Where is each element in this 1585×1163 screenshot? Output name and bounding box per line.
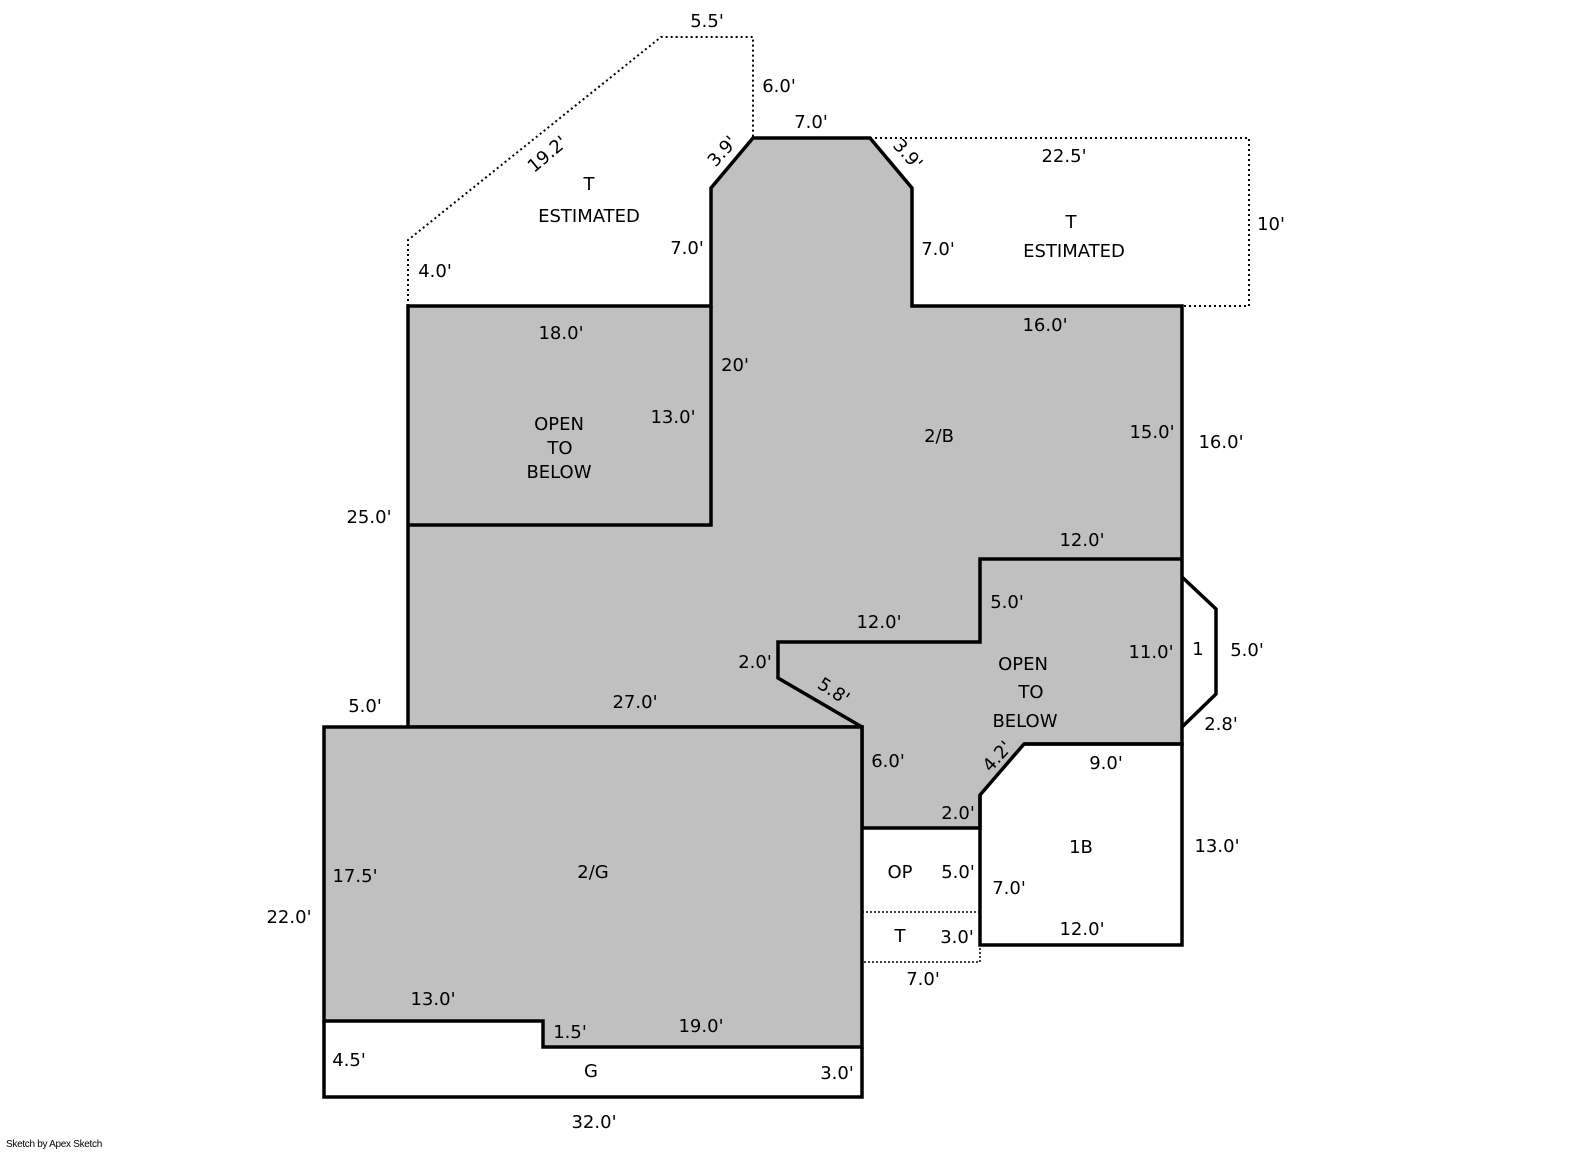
label: T bbox=[1065, 212, 1078, 233]
area-1b bbox=[978, 742, 1184, 947]
label: BELOW bbox=[992, 711, 1057, 732]
area-2g bbox=[322, 725, 864, 1049]
label: 2/B bbox=[924, 426, 954, 447]
dimension: 7.0' bbox=[670, 238, 704, 259]
dimension: 12.0' bbox=[856, 612, 901, 633]
label: TO bbox=[546, 438, 572, 459]
dimension: 2.0' bbox=[738, 652, 772, 673]
dimension: 4.5' bbox=[332, 1050, 366, 1071]
dimension: 13.0' bbox=[650, 407, 695, 428]
dimension: 15.0' bbox=[1129, 422, 1174, 443]
t-left-outline bbox=[407, 36, 754, 306]
dimension: 5.5' bbox=[690, 11, 724, 32]
label: TO bbox=[1017, 682, 1043, 703]
dimension: 12.0' bbox=[1059, 919, 1104, 940]
open-to-below-right-outline bbox=[776, 557, 1182, 729]
dimension: 7.0' bbox=[906, 969, 940, 990]
area-labels: T ESTIMATED T ESTIMATED OPEN TO BELOW OP… bbox=[526, 174, 1203, 1082]
dimension: 5.0' bbox=[941, 862, 975, 883]
footer-credit: Sketch by Apex Sketch bbox=[6, 1139, 102, 1150]
label: T bbox=[894, 926, 907, 947]
dimension: 16.0' bbox=[1022, 315, 1067, 336]
label: OPEN bbox=[998, 654, 1048, 675]
area-garage bbox=[322, 1021, 864, 1099]
dimension: 5.0' bbox=[990, 592, 1024, 613]
dimension: 7.0' bbox=[992, 878, 1026, 899]
label: G bbox=[584, 1061, 598, 1082]
dimension: 5.0' bbox=[1230, 640, 1264, 661]
dimension: 12.0' bbox=[1059, 530, 1104, 551]
dimension: 32.0' bbox=[571, 1112, 616, 1133]
dimension: 6.0' bbox=[871, 751, 905, 772]
dimension: 2.8' bbox=[1204, 714, 1238, 735]
dimension: 5.0' bbox=[348, 696, 382, 717]
dimension: 19.2' bbox=[524, 132, 572, 177]
dimension: 3.0' bbox=[820, 1063, 854, 1084]
dimension: 1.5' bbox=[553, 1022, 587, 1043]
dimension: 19.0' bbox=[678, 1016, 723, 1037]
dimension: 7.0' bbox=[921, 239, 955, 260]
label: OP bbox=[887, 862, 912, 883]
dimension: 22.5' bbox=[1041, 146, 1086, 167]
label: 2/G bbox=[577, 862, 608, 883]
label: T bbox=[583, 174, 596, 195]
dimension: 11.0' bbox=[1128, 642, 1173, 663]
area-terrace bbox=[861, 912, 981, 963]
dimension: 9.0' bbox=[1089, 753, 1123, 774]
area-bay bbox=[1180, 575, 1218, 729]
dimension: 20' bbox=[721, 355, 749, 376]
label: 1B bbox=[1069, 837, 1093, 858]
dimension: 4.0' bbox=[418, 261, 452, 282]
dimension: 2.0' bbox=[941, 803, 975, 824]
dimension: 25.0' bbox=[346, 507, 391, 528]
dimension: 27.0' bbox=[612, 692, 657, 713]
dimension: 13.0' bbox=[1194, 836, 1239, 857]
dimension: 22.0' bbox=[266, 907, 311, 928]
open-to-below-left-outline bbox=[408, 306, 713, 527]
dimension: 7.0' bbox=[794, 112, 828, 133]
label: OPEN bbox=[534, 414, 584, 435]
dimension: 13.0' bbox=[410, 989, 455, 1010]
dimension: 16.0' bbox=[1198, 432, 1243, 453]
label: ESTIMATED bbox=[538, 206, 640, 227]
dimension: 6.0' bbox=[762, 76, 796, 97]
label: 1 bbox=[1192, 639, 1203, 660]
dimension: 10' bbox=[1257, 214, 1285, 235]
dimension: 3.0' bbox=[940, 927, 974, 948]
dimension: 17.5' bbox=[332, 866, 377, 887]
t-right-outline bbox=[870, 137, 1250, 307]
label: ESTIMATED bbox=[1023, 241, 1125, 262]
dimension: 18.0' bbox=[538, 323, 583, 344]
label: BELOW bbox=[526, 462, 591, 483]
